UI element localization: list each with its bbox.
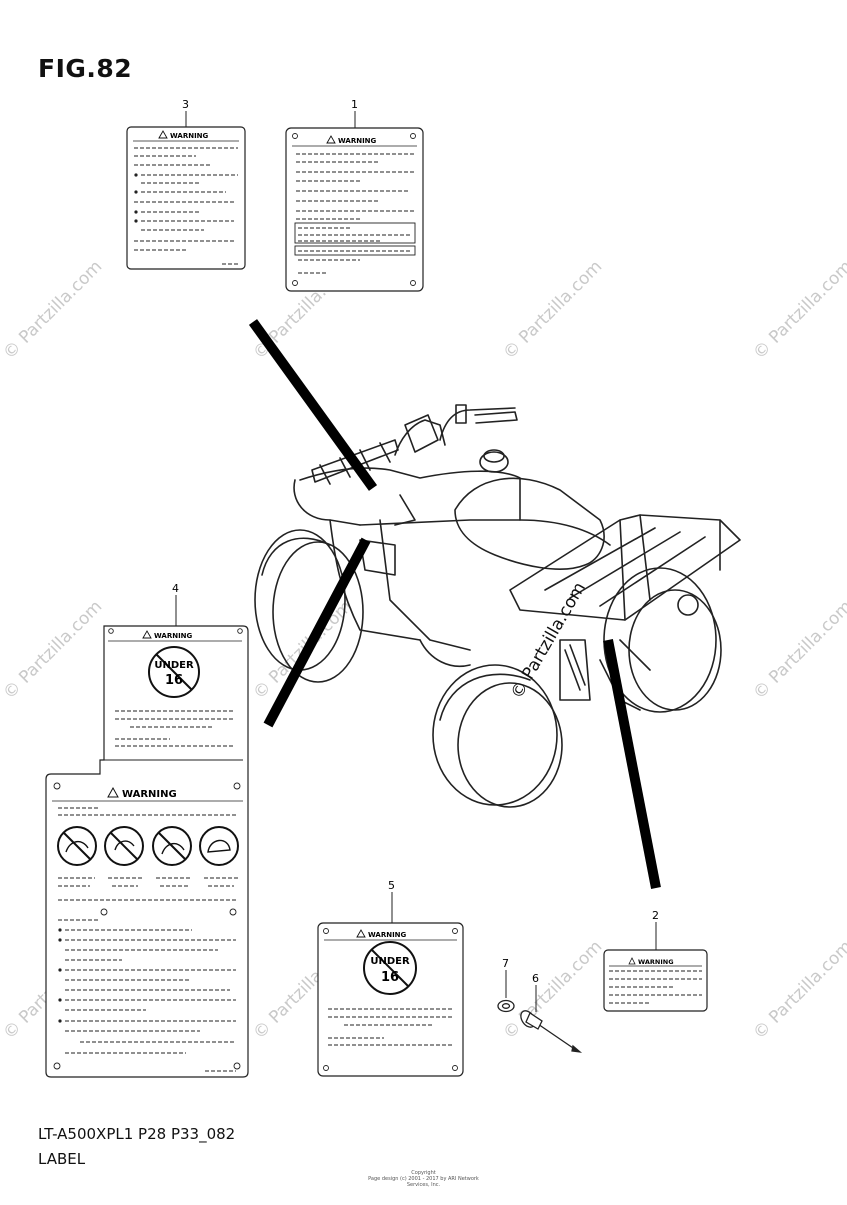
warning-heading: WARNING [122, 789, 177, 800]
leader-label-2 [603, 639, 661, 889]
copyright-line-1: Copyright [411, 1170, 436, 1176]
leader-lines [248, 319, 661, 889]
wear-helmet-icon [199, 826, 239, 866]
callout-5: 5 [388, 879, 395, 892]
warning-heading: WARNING [170, 132, 209, 140]
callout-3: 3 [182, 98, 189, 111]
watermark-text: © Partzilla.com [499, 937, 606, 1044]
part-7-washer [497, 999, 515, 1013]
under-age-number: 16 [381, 970, 399, 985]
no-alcohol-icon [104, 826, 144, 866]
label-3-warning: WARNING [126, 126, 246, 270]
warning-heading: WARNING [638, 958, 674, 966]
callout-4: 4 [172, 582, 179, 595]
under-age-word: UNDER [370, 956, 410, 967]
warning-heading: WARNING [338, 137, 377, 145]
warning-triangle-icon [628, 957, 636, 965]
callout-2: 2 [652, 909, 659, 922]
warning-triangle-icon [107, 786, 119, 798]
warning-heading: WARNING [368, 931, 407, 939]
watermark-text: © Partzilla.com [749, 597, 847, 704]
label-1-warning: WARNING [285, 127, 424, 292]
callout-1: 1 [351, 98, 358, 111]
watermark-text: © Partzilla.com [0, 597, 106, 704]
hazard-pictograms [57, 826, 239, 866]
label-3-text-lines [134, 147, 239, 265]
under-16-badge: UNDER 16 [148, 646, 200, 698]
watermark-text: © Partzilla.com [0, 257, 106, 364]
watermark-text: © Partzilla.com [749, 937, 847, 1044]
warning-heading: WARNING [154, 632, 193, 640]
no-passenger-icon [57, 826, 97, 866]
copyright-notice: Copyright Page design (c) 2001 - 2017 by… [366, 1170, 481, 1188]
under-age-number: 16 [165, 673, 183, 688]
callout-6: 6 [532, 972, 539, 985]
section-name: LABEL [38, 1150, 86, 1168]
warning-triangle-icon [142, 630, 152, 639]
label-2-warning: WARNING [603, 949, 708, 1012]
label-4-warning: WARNING UNDER 16 WARNING [45, 625, 249, 1078]
model-code: LT-A500XPL1 P28 P33_082 [38, 1125, 236, 1143]
warning-triangle-icon [356, 929, 366, 938]
warning-triangle-icon [158, 130, 168, 139]
watermark-text: © Partzilla.com [749, 257, 847, 364]
under-age-word: UNDER [154, 660, 194, 671]
no-paved-road-icon [152, 826, 192, 866]
warning-triangle-icon [326, 135, 336, 144]
under-16-badge: UNDER 16 [363, 941, 417, 995]
watermark-text: © Partzilla.com [499, 257, 606, 364]
label-1-text-lines [296, 153, 414, 220]
callout-7: 7 [502, 957, 509, 970]
copyright-line-2: Page design (c) 2001 - 2017 by ARI Netwo… [368, 1176, 479, 1188]
figure-title: FIG.82 [38, 54, 133, 83]
leader-label-1 [248, 319, 378, 491]
label-5-warning: WARNING UNDER 16 [317, 922, 464, 1077]
leader-label-4 [263, 537, 371, 728]
part-6-rivet [520, 1010, 583, 1053]
